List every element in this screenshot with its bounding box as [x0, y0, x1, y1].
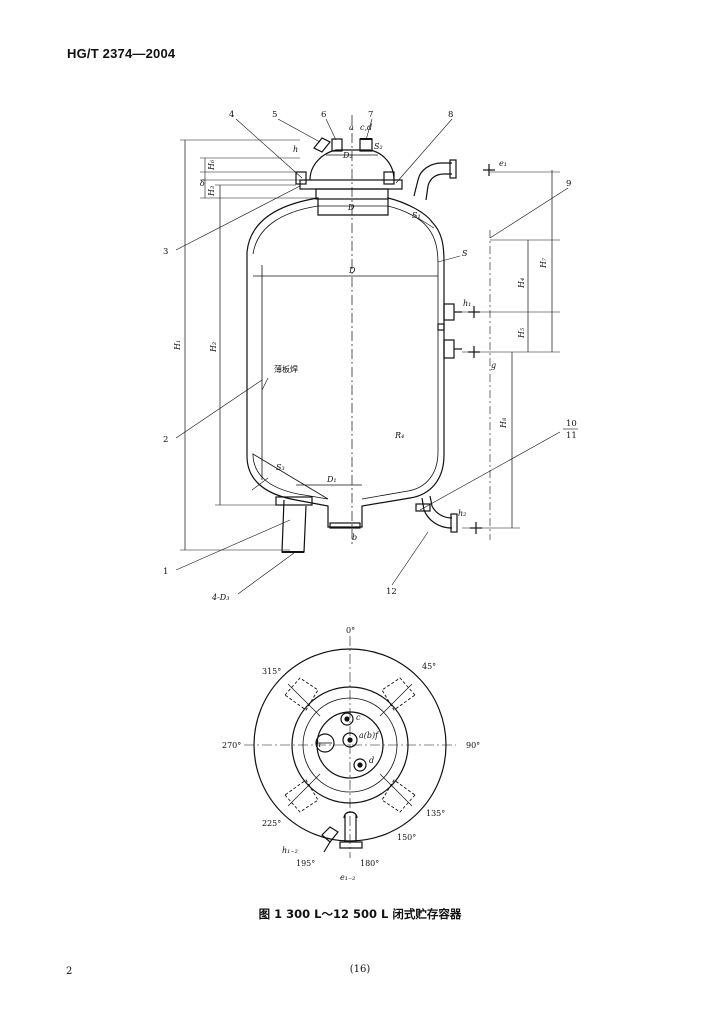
label-e1: e₁: [499, 159, 507, 168]
angle-150: 150°: [397, 833, 416, 842]
label-H6: H₆: [207, 159, 216, 171]
angle-315: 315°: [262, 667, 281, 676]
label-H4: H₄: [517, 278, 526, 289]
label-h12: h₁₋₂: [282, 846, 298, 855]
callout-6: 6: [321, 110, 326, 120]
label-S: S: [462, 249, 468, 258]
vessel-inner-wall: [252, 205, 439, 500]
label-R4: R₄: [394, 431, 404, 440]
angle-225: 225°: [262, 819, 281, 828]
label-h-top: h: [316, 740, 321, 749]
callout-1: 1: [163, 567, 168, 577]
callout-7: 7: [368, 110, 373, 120]
side-view: 4 5 6 7 8 9 3 2 1 12 10 11 薄板焊 D D D₂ D₁…: [163, 110, 578, 602]
angle-270: 270°: [222, 741, 241, 750]
label-e12: e₁₋₂: [340, 873, 355, 882]
label-d: d: [369, 756, 374, 765]
label-S1: S₁: [412, 211, 421, 220]
callout-10: 10: [566, 419, 577, 429]
callout-12: 12: [386, 587, 397, 597]
label-D-body: D: [348, 266, 356, 275]
side-nozzle-lower: [443, 339, 455, 359]
manhole-cover: [309, 149, 395, 181]
label-S2: S₂: [374, 142, 383, 151]
label-D2: D₂: [342, 151, 353, 160]
label-h: h: [293, 145, 298, 154]
label-a: a: [349, 123, 354, 132]
callout-3: 3: [163, 247, 168, 257]
label-g: g: [491, 361, 496, 370]
label-H5: H₅: [517, 327, 526, 339]
figure-caption: 图 1 300 L～12 500 L 闭式贮存容器: [258, 907, 462, 921]
label-cd: c,d: [360, 123, 372, 132]
angle-135: 135°: [426, 809, 445, 818]
page-number: 2: [66, 966, 73, 977]
angle-45: 45°: [422, 662, 436, 671]
label-H1: H₁: [173, 340, 182, 351]
label-b: b: [352, 533, 357, 542]
top-view: 0° 45° 90° 135° 180° 195° 225° 270° 315°…: [222, 626, 480, 882]
label-c: c: [356, 713, 361, 722]
label-h2: h₂: [458, 509, 466, 518]
angle-0: 0°: [346, 626, 355, 635]
label-H7: H₇: [539, 257, 548, 269]
label-delta: δ: [200, 179, 205, 188]
callout-2: 2: [163, 435, 168, 445]
vessel-shell: [246, 197, 445, 528]
side-nozzle-upper: [443, 303, 455, 321]
label-abf: a(b)f: [359, 731, 380, 740]
label-S3: S₃: [276, 463, 285, 472]
label-H2: H₂: [209, 342, 218, 353]
elbow-nozzle-lower: [421, 495, 453, 529]
callout-9: 9: [566, 179, 571, 189]
label-D1: D₁: [326, 475, 337, 484]
page-number-center: (16): [349, 964, 371, 975]
label-H8: H₈: [499, 417, 508, 429]
angle-90: 90°: [466, 741, 480, 750]
callout-4: 4: [229, 110, 234, 120]
support-leg: [281, 499, 307, 553]
angle-180: 180°: [360, 859, 379, 868]
label-D-top: D: [347, 203, 355, 212]
label-weld: 薄板焊: [274, 364, 298, 374]
label-D3: 4-D₃: [211, 593, 229, 602]
callout-11: 11: [566, 431, 577, 441]
callout-5: 5: [272, 110, 277, 120]
document-id: HG/T 2374—2004: [67, 46, 176, 61]
label-H3: H₃: [207, 186, 216, 197]
elbow-nozzle-upper: [413, 162, 452, 201]
angle-195: 195°: [296, 859, 315, 868]
label-h1: h₁: [463, 299, 471, 308]
callout-8: 8: [448, 110, 453, 120]
